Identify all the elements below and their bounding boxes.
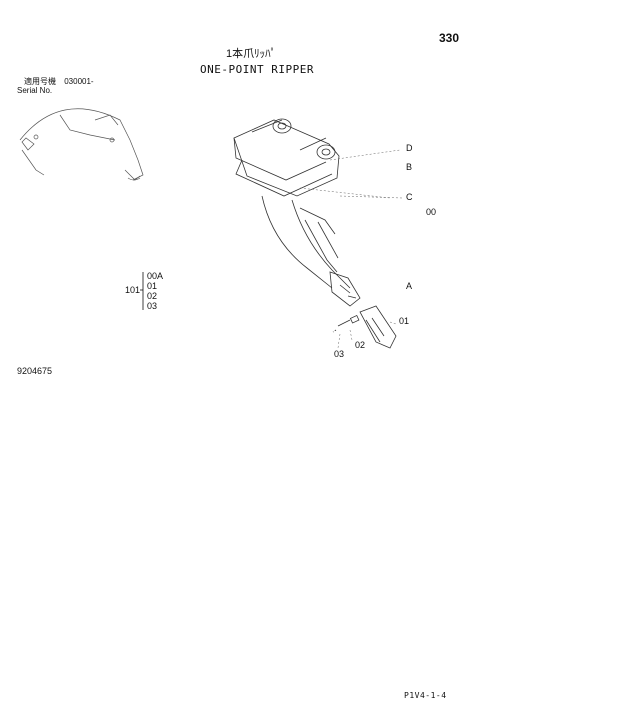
serial-label-jp: 適用号機 030001- bbox=[24, 78, 94, 86]
parts-group-bracket bbox=[140, 272, 144, 310]
parts-group-item: 03 bbox=[147, 301, 158, 311]
page-number: 330 bbox=[439, 31, 460, 45]
callout-a: A bbox=[406, 281, 413, 291]
page-title-jp: 1本爪ﾘｯﾊﾟ bbox=[226, 48, 277, 60]
callout-b: B bbox=[406, 162, 413, 172]
callout-part-03: 03 bbox=[334, 349, 345, 359]
serial-label-en: Serial No. bbox=[17, 86, 53, 95]
machine-silhouette-icon bbox=[19, 108, 144, 181]
ripper-tooth bbox=[359, 305, 397, 349]
page-title: ONE-POINT RIPPER bbox=[200, 63, 314, 76]
serial-value: 030001- bbox=[64, 77, 94, 86]
leader-lines bbox=[299, 149, 403, 349]
callout-part-01: 01 bbox=[399, 316, 410, 326]
parts-group-ref: 101 bbox=[125, 285, 141, 295]
tooth-pin bbox=[332, 314, 360, 333]
callout-part-02: 02 bbox=[355, 340, 366, 350]
parts-group-item: 00A bbox=[147, 271, 164, 281]
callout-c-sub: 00 bbox=[426, 207, 437, 217]
drawing-number: 9204675 bbox=[17, 366, 53, 376]
ripper-shank bbox=[233, 118, 361, 307]
footer-code: P1V4-1-4 bbox=[404, 691, 447, 700]
parts-group-item: 01 bbox=[147, 281, 158, 291]
callout-d: D bbox=[406, 143, 413, 153]
serial-label-jp-text: 適用号機 bbox=[24, 77, 56, 86]
callout-c: C bbox=[406, 192, 413, 202]
parts-group-item: 02 bbox=[147, 291, 158, 301]
